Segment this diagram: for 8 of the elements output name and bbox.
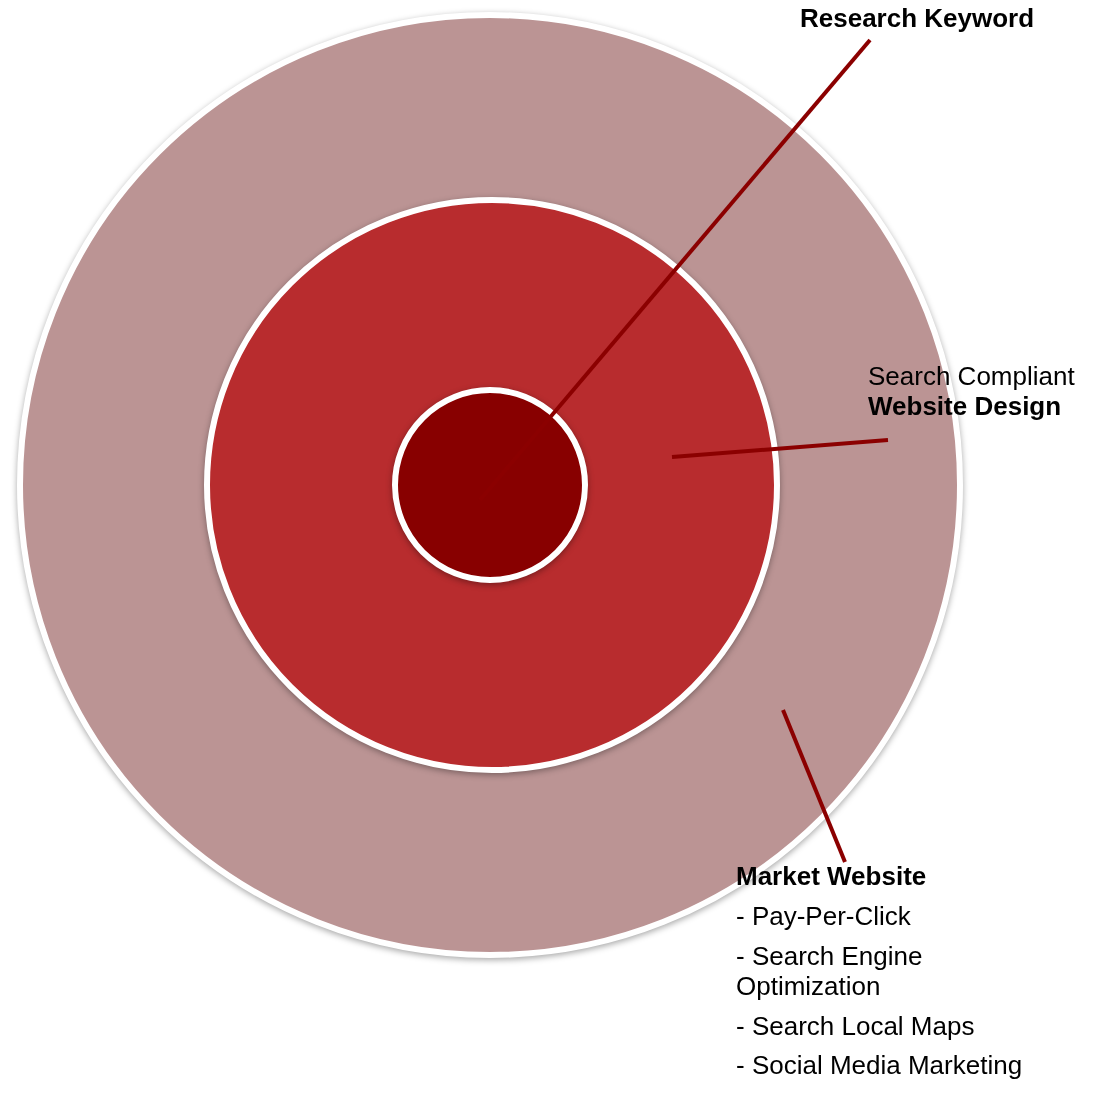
list-item: - Social Media Marketing (736, 1051, 1024, 1082)
leader-line (781, 709, 847, 863)
callout-heading: Market Website (736, 862, 928, 892)
leader-line (671, 438, 889, 459)
list-item: - Pay-Per-Click (736, 901, 912, 932)
callout-label: Research Keyword (800, 4, 1100, 34)
list-item: - Search Local Maps (736, 1011, 976, 1042)
list-item: - Search Engine Optimization (736, 941, 924, 1002)
